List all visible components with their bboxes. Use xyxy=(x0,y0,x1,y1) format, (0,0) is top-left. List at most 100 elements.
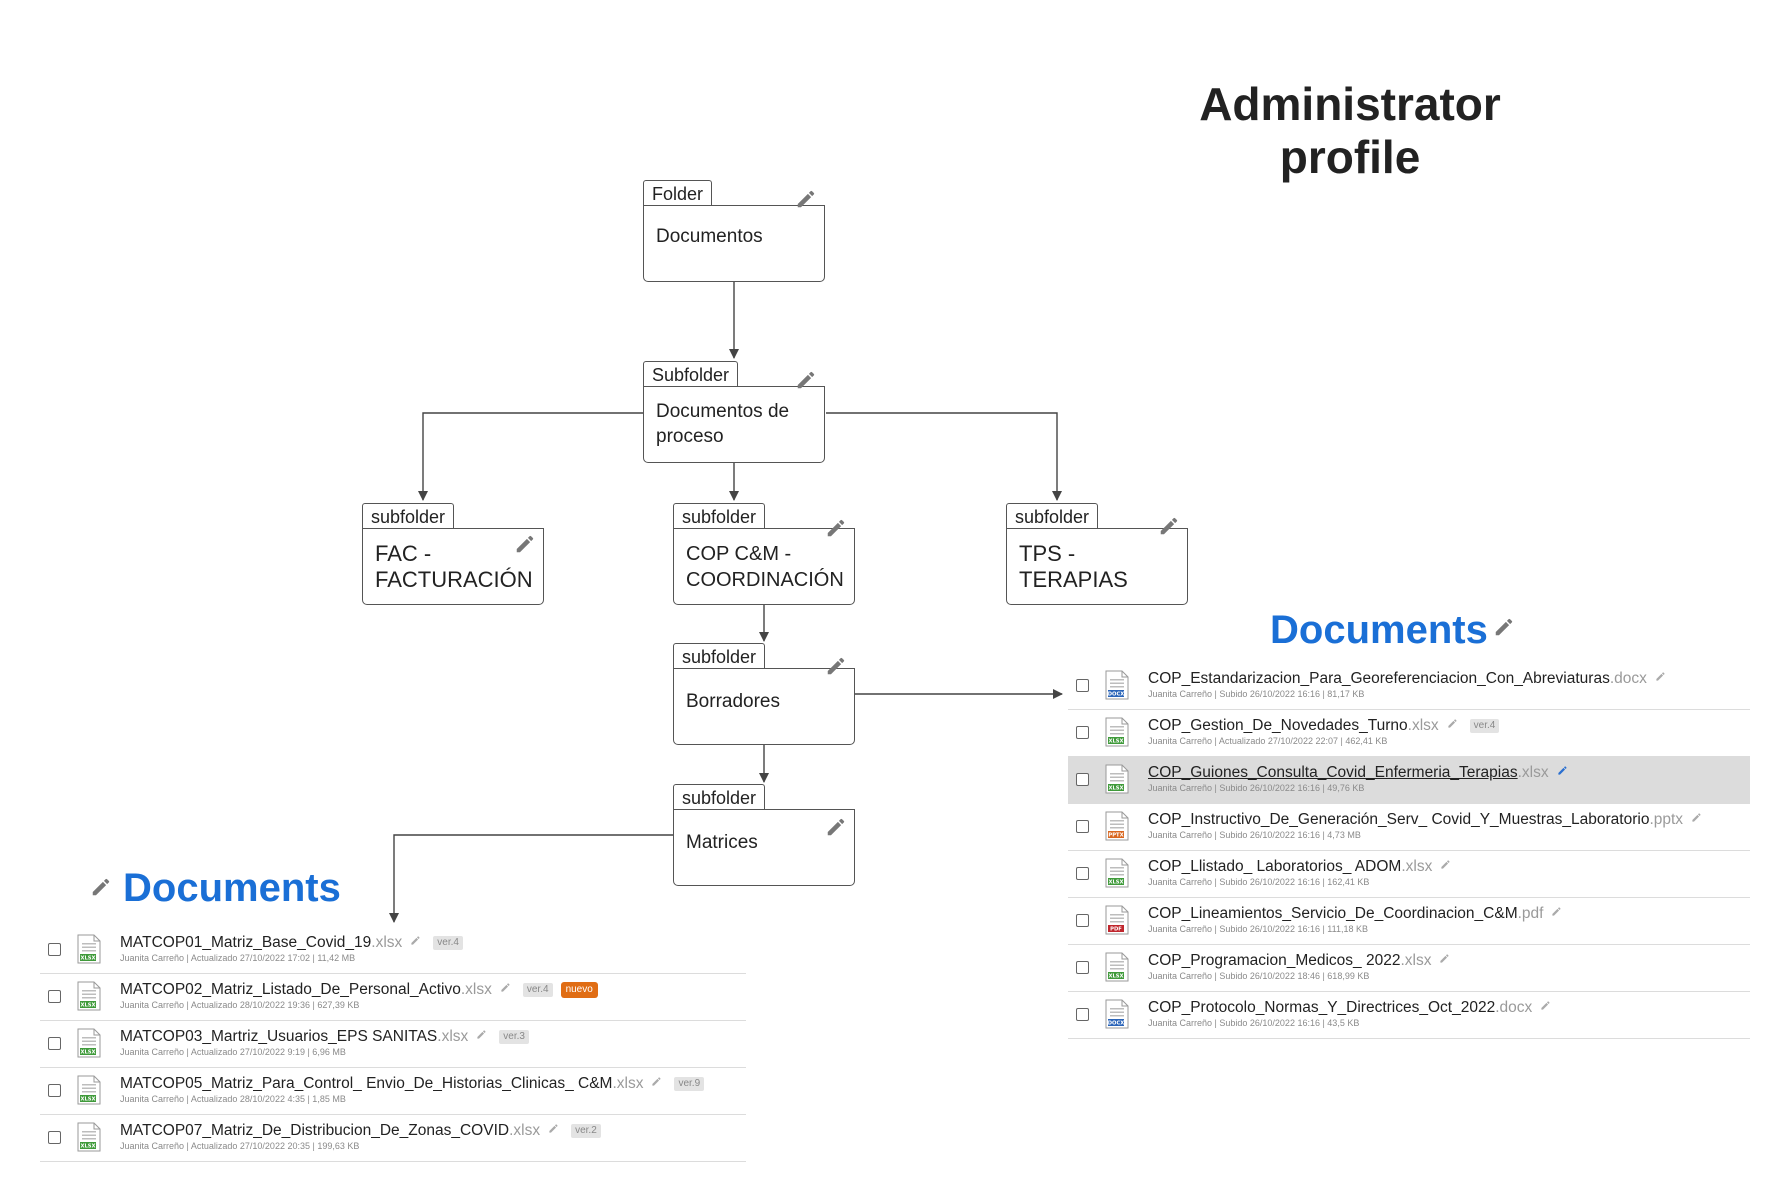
edit-pencil-icon[interactable] xyxy=(825,517,847,539)
file-name-text[interactable]: MATCOP05_Matriz_Para_Control_ Envio_De_H… xyxy=(120,1075,613,1092)
edit-pencil-icon[interactable] xyxy=(825,655,847,677)
file-name-text[interactable]: COP_Programacion_Medicos_ 2022 xyxy=(1148,952,1401,969)
xlsx-file-icon: XLSX xyxy=(1105,764,1129,794)
row-checkbox[interactable] xyxy=(1076,867,1089,880)
folder-body: Documentos de proceso xyxy=(643,386,825,463)
file-name-text[interactable]: MATCOP01_Matriz_Base_Covid_19 xyxy=(120,934,372,951)
file-extension: .docx xyxy=(1495,999,1533,1016)
folder-tps-terapias[interactable]: subfolder TPS - TERAPIAS xyxy=(1006,503,1188,605)
version-badge: ver.4 xyxy=(433,936,463,950)
row-checkbox[interactable] xyxy=(1076,726,1089,739)
folder-borradores[interactable]: subfolder Borradores xyxy=(673,643,855,745)
edit-pencil-icon[interactable] xyxy=(1557,765,1568,776)
file-name[interactable]: COP_Estandarizacion_Para_Georeferenciaci… xyxy=(1148,669,1666,688)
edit-pencil-icon[interactable] xyxy=(514,533,536,555)
edit-pencil-icon[interactable] xyxy=(1551,906,1562,917)
file-name-text[interactable]: MATCOP07_Matriz_De_Distribucion_De_Zonas… xyxy=(120,1122,510,1139)
file-name-text[interactable]: COP_Protocolo_Normas_Y_Directrices_Oct_2… xyxy=(1148,999,1496,1016)
edit-pencil-icon[interactable] xyxy=(1158,515,1180,537)
folder-fac-facturacion[interactable]: subfolder FAC - FACTURACIÓN xyxy=(362,503,544,605)
file-extension: .xlsx xyxy=(1400,952,1432,969)
version-badge: ver.3 xyxy=(499,1030,529,1044)
edit-pencil-icon[interactable] xyxy=(90,876,112,898)
file-name[interactable]: MATCOP05_Matriz_Para_Control_ Envio_De_H… xyxy=(120,1074,705,1093)
edit-pencil-icon[interactable] xyxy=(548,1123,559,1134)
file-name[interactable]: COP_Lineamientos_Servicio_De_Coordinacio… xyxy=(1148,904,1562,923)
file-row[interactable]: XLSX COP_Guiones_Consulta_Covid_Enfermeri… xyxy=(1068,757,1750,804)
folder-cop-coordinacion[interactable]: subfolder COP C&M - COORDINACIÓN xyxy=(673,503,855,605)
edit-pencil-icon[interactable] xyxy=(1447,718,1458,729)
file-name[interactable]: MATCOP07_Matriz_De_Distribucion_De_Zonas… xyxy=(120,1121,601,1140)
documents-heading-right: Documents xyxy=(1270,608,1488,652)
edit-pencil-icon[interactable] xyxy=(500,982,511,993)
folder-documentos[interactable]: Folder Documentos xyxy=(643,180,825,282)
file-name-text[interactable]: MATCOP02_Matriz_Listado_De_Personal_Acti… xyxy=(120,981,461,998)
row-checkbox[interactable] xyxy=(48,1037,61,1050)
row-checkbox[interactable] xyxy=(1076,1008,1089,1021)
file-name-text[interactable]: COP_Instructivo_De_Generación_Serv_ Covi… xyxy=(1148,811,1650,828)
file-name-text[interactable]: COP_Gestion_De_Novedades_Turno xyxy=(1148,717,1408,734)
row-checkbox[interactable] xyxy=(1076,914,1089,927)
file-name[interactable]: COP_Llistado_ Laboratorios_ ADOM.xlsx xyxy=(1148,857,1451,876)
file-name[interactable]: COP_Guiones_Consulta_Covid_Enfermeria_Te… xyxy=(1148,763,1568,782)
edit-pencil-icon[interactable] xyxy=(1655,671,1666,682)
file-row[interactable]: XLSX COP_Llistado_ Laboratorios_ ADOM.xls… xyxy=(1068,851,1750,898)
file-name[interactable]: COP_Programacion_Medicos_ 2022.xlsx xyxy=(1148,951,1450,970)
edit-pencil-icon[interactable] xyxy=(1691,812,1702,823)
file-name[interactable]: MATCOP02_Matriz_Listado_De_Personal_Acti… xyxy=(120,980,598,999)
file-extension: .xlsx xyxy=(460,981,492,998)
edit-pencil-icon[interactable] xyxy=(825,816,847,838)
row-checkbox[interactable] xyxy=(48,990,61,1003)
edit-pencil-icon[interactable] xyxy=(410,935,421,946)
folder-tab-label: subfolder xyxy=(673,784,766,810)
edit-pencil-icon[interactable] xyxy=(1440,859,1451,870)
edit-pencil-icon[interactable] xyxy=(651,1076,662,1087)
edit-pencil-icon[interactable] xyxy=(1540,1000,1551,1011)
connector-matrices-to-documents xyxy=(389,834,673,923)
row-checkbox[interactable] xyxy=(1076,961,1089,974)
file-name[interactable]: COP_Instructivo_De_Generación_Serv_ Covi… xyxy=(1148,810,1702,829)
edit-pencil-icon[interactable] xyxy=(1439,953,1450,964)
edit-pencil-icon[interactable] xyxy=(795,369,817,391)
file-name-text[interactable]: COP_Estandarizacion_Para_Georeferenciaci… xyxy=(1148,670,1610,687)
file-name-text[interactable]: COP_Llistado_ Laboratorios_ ADOM xyxy=(1148,858,1402,875)
file-name[interactable]: MATCOP03_Martriz_Usuarios_EPS SANITAS.xl… xyxy=(120,1027,529,1046)
file-meta: Juanita Carreño | Subido 26/10/2022 16:1… xyxy=(1148,924,1369,934)
file-name-text[interactable]: COP_Guiones_Consulta_Covid_Enfermeria_Te… xyxy=(1148,764,1518,781)
row-checkbox[interactable] xyxy=(1076,820,1089,833)
folder-matrices[interactable]: subfolder Matrices xyxy=(673,784,855,886)
row-checkbox[interactable] xyxy=(48,1084,61,1097)
xlsx-file-icon: XLSX xyxy=(1105,858,1129,888)
edit-pencil-icon[interactable] xyxy=(476,1029,487,1040)
folder-documentos-de-proceso[interactable]: Subfolder Documentos de proceso xyxy=(643,361,825,463)
file-row[interactable]: DOCX COP_Estandarizacion_Para_Georeferenc… xyxy=(1068,663,1750,710)
connector-proceso-to-tps xyxy=(826,412,1062,501)
file-meta: Juanita Carreño | Subido 26/10/2022 16:1… xyxy=(1148,877,1370,887)
file-meta: Juanita Carreño | Subido 26/10/2022 16:1… xyxy=(1148,1018,1360,1028)
row-checkbox[interactable] xyxy=(1076,773,1089,786)
file-meta: Juanita Carreño | Actualizado 28/10/2022… xyxy=(120,1094,346,1104)
edit-pencil-icon[interactable] xyxy=(795,188,817,210)
edit-pencil-icon[interactable] xyxy=(1493,616,1515,638)
file-name-text[interactable]: COP_Lineamientos_Servicio_De_Coordinacio… xyxy=(1148,905,1518,922)
file-meta: Juanita Carreño | Actualizado 27/10/2022… xyxy=(120,1047,346,1057)
svg-text:DOCX: DOCX xyxy=(1108,692,1125,698)
row-checkbox[interactable] xyxy=(1076,679,1089,692)
file-name[interactable]: COP_Protocolo_Normas_Y_Directrices_Oct_2… xyxy=(1148,998,1551,1017)
file-meta: Juanita Carreño | Subido 26/10/2022 16:1… xyxy=(1148,689,1365,699)
row-checkbox[interactable] xyxy=(48,1131,61,1144)
row-checkbox[interactable] xyxy=(48,943,61,956)
file-name-text[interactable]: MATCOP03_Martriz_Usuarios_EPS SANITAS xyxy=(120,1028,438,1045)
